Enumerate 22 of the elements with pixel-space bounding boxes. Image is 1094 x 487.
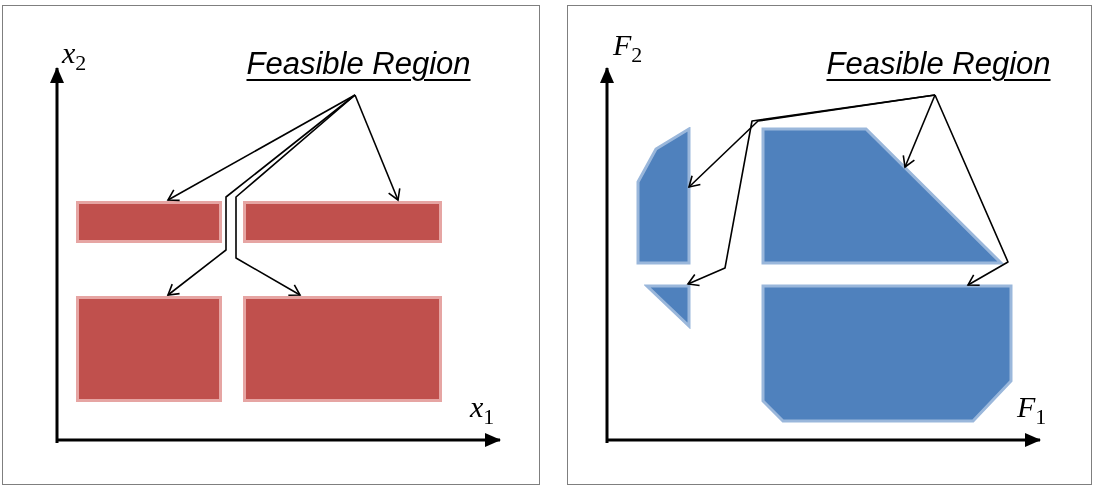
feasible-rectangle [243, 201, 442, 243]
feasible-region-shape [760, 283, 1014, 424]
arrow [167, 94, 356, 202]
arrow [354, 94, 401, 201]
region-label: Feasible Region [806, 44, 1071, 96]
axis-label: x$_{2}$ [62, 36, 87, 77]
arrow [235, 94, 356, 296]
feasible-rectangle [76, 201, 222, 243]
arrow [687, 94, 936, 287]
region-label: Feasible Region [226, 44, 491, 96]
arrow [902, 94, 936, 168]
arrow [934, 94, 1009, 286]
axis-label: F$_{1}$ [1017, 390, 1047, 431]
feasible-rectangle [243, 296, 442, 402]
feasible-region-shape [636, 127, 692, 266]
axis-label: F$_{2}$ [613, 28, 643, 69]
panel-frame [2, 5, 540, 485]
feasible-region-triangle [644, 283, 692, 329]
axis-label: x$_{1}$ [470, 390, 495, 431]
panel-frame [567, 5, 1092, 485]
feasible-rectangle [76, 296, 222, 402]
feasible-region-shape [760, 127, 1005, 266]
